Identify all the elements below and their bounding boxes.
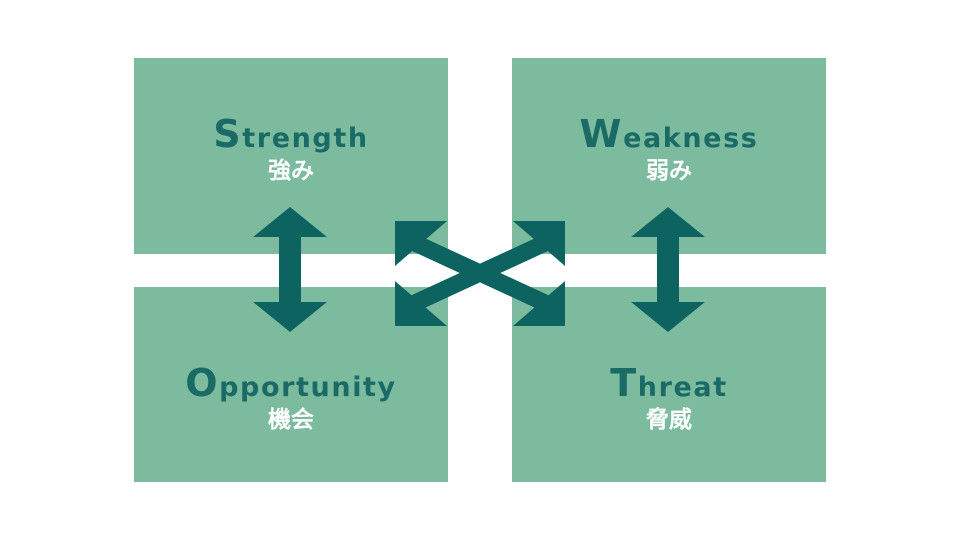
weakness-title: Weakness bbox=[579, 112, 759, 156]
threat-title: Threat bbox=[610, 361, 728, 405]
strength-subtitle: 強み bbox=[268, 158, 314, 184]
strength-title: Strength bbox=[213, 112, 369, 156]
opportunity-quadrant: Opportunity 機会 bbox=[134, 287, 448, 482]
weakness-quadrant: Weakness 弱み bbox=[512, 58, 826, 254]
strength-quadrant: Strength 強み bbox=[134, 58, 448, 254]
opportunity-title: Opportunity bbox=[185, 361, 397, 405]
threat-quadrant: Threat 脅威 bbox=[512, 287, 826, 482]
opportunity-subtitle: 機会 bbox=[268, 407, 314, 433]
threat-subtitle: 脅威 bbox=[646, 407, 692, 433]
weakness-subtitle: 弱み bbox=[646, 158, 692, 184]
